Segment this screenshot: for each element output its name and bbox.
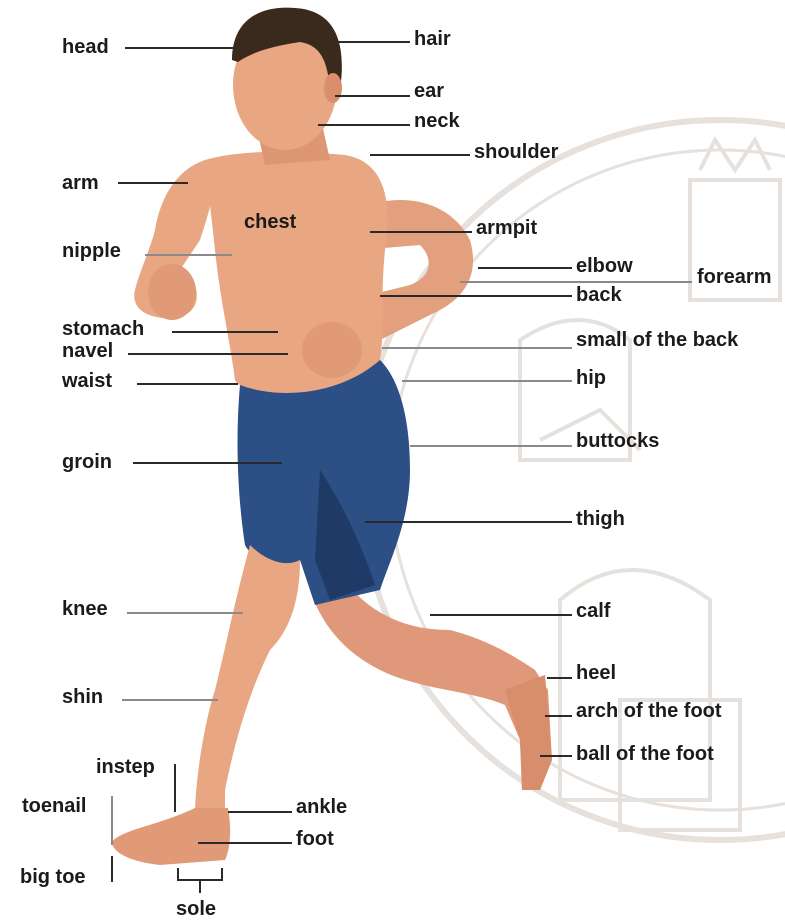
label-head: head [62, 36, 109, 58]
label-sole: sole [176, 898, 216, 920]
front-foot [112, 808, 230, 865]
label-nipple: nipple [62, 240, 121, 262]
label-thigh: thigh [576, 508, 625, 530]
back-fist [302, 322, 362, 378]
label-arch-of-the-foot: arch of the foot [576, 700, 722, 722]
label-elbow: elbow [576, 255, 633, 277]
label-big-toe: big toe [20, 866, 86, 888]
label-ankle: ankle [296, 796, 347, 818]
label-ball-of-the-foot: ball of the foot [576, 743, 714, 765]
label-navel: navel [62, 340, 113, 362]
label-instep: instep [96, 756, 155, 778]
running-man-figure [112, 8, 552, 865]
label-ear: ear [414, 80, 444, 102]
label-hip: hip [576, 367, 606, 389]
label-stomach: stomach [62, 318, 144, 340]
label-toenail: toenail [22, 795, 86, 817]
label-groin: groin [62, 451, 112, 473]
label-buttocks: buttocks [576, 430, 659, 452]
label-heel: heel [576, 662, 616, 684]
label-back: back [576, 284, 622, 306]
label-chest: chest [244, 211, 296, 233]
ear-shape [324, 73, 342, 103]
label-hair: hair [414, 28, 451, 50]
label-neck: neck [414, 110, 460, 132]
label-knee: knee [62, 598, 108, 620]
label-shoulder: shoulder [474, 141, 558, 163]
label-forearm: forearm [697, 266, 771, 288]
label-foot: foot [296, 828, 334, 850]
front-leg [195, 545, 300, 815]
label-shin: shin [62, 686, 103, 708]
label-arm: arm [62, 172, 99, 194]
label-waist: waist [62, 370, 112, 392]
label-armpit: armpit [476, 217, 537, 239]
front-fist [148, 264, 196, 320]
label-calf: calf [576, 600, 610, 622]
label-small-of-the-back: small of the back [576, 329, 738, 351]
